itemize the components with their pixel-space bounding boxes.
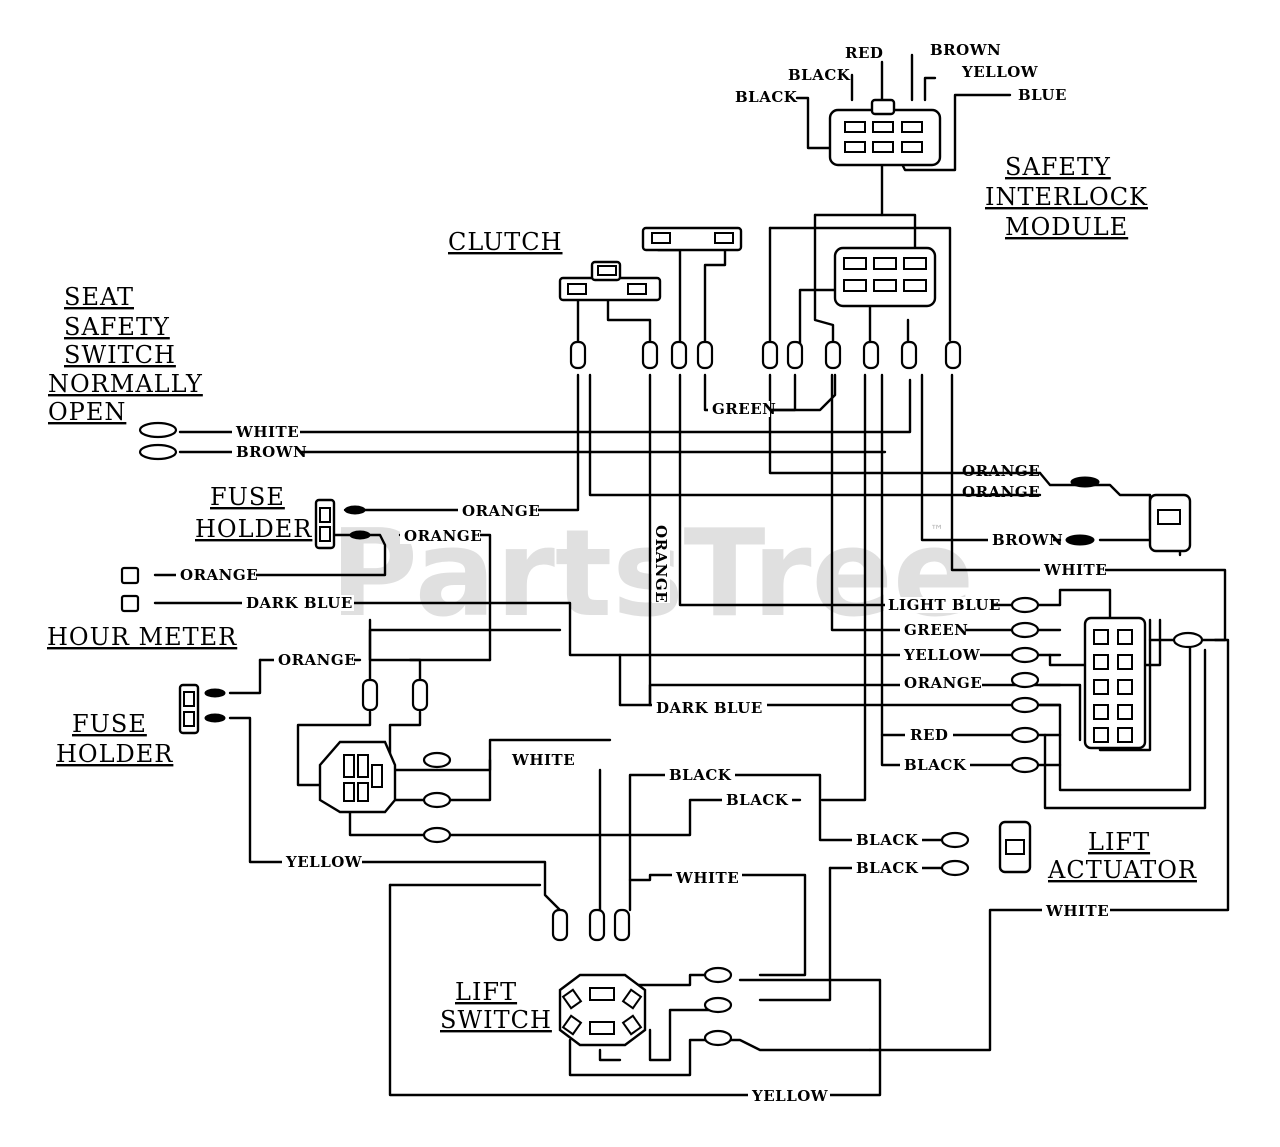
- fuse-holder-1: [314, 498, 336, 550]
- wire-label: WHITE: [1045, 902, 1109, 920]
- wire-label: BLACK: [669, 766, 732, 784]
- wire-label: BLACK: [856, 859, 919, 877]
- wire-label: ORANGE: [462, 502, 540, 520]
- wire-label: DARK BLUE: [246, 594, 353, 612]
- wire-label: BLACK: [856, 831, 919, 849]
- wire-label: BLACK: [726, 791, 789, 809]
- wire-label: ORANGE: [278, 651, 356, 669]
- wire-label: WHITE: [235, 423, 299, 441]
- wire-label: WHITE: [675, 869, 739, 887]
- seat-switch-terminals: [138, 421, 178, 461]
- wire-label: YELLOW: [961, 63, 1039, 81]
- clutch-connector-b: [558, 260, 662, 302]
- hour-meter-terminals: [120, 566, 140, 613]
- fuse2-label-2: HOLDER: [56, 740, 173, 768]
- fuse1-label-2: HOLDER: [195, 515, 312, 543]
- wire-label: LIGHT BLUE: [888, 596, 1001, 614]
- wire-label: BROWN: [930, 41, 1001, 59]
- interlock-label-1: SAFETY: [1005, 153, 1111, 181]
- fuse1-label-1: FUSE: [210, 483, 285, 511]
- safety-interlock-module: [833, 246, 937, 308]
- clutch-label: CLUTCH: [448, 228, 563, 256]
- lift-actuator-motor: [998, 820, 1032, 874]
- lift-switch-label-1: LIFT: [455, 978, 517, 1006]
- wire-label: YELLOW: [751, 1087, 829, 1105]
- hour-meter-label: HOUR METER: [47, 623, 237, 651]
- hour-meter-unit: [318, 740, 397, 814]
- wire-label: ORANGE: [962, 483, 1040, 501]
- watermark-tm: ™: [930, 523, 944, 539]
- wire-labels: RED BROWN BLACK YELLOW BLACK BLUE WHITE …: [176, 41, 1110, 1105]
- lift-actuator-connector: [1083, 616, 1147, 750]
- wire-label: BLACK: [904, 756, 967, 774]
- fuse-holder-2: [178, 683, 200, 735]
- wire-label: BROWN: [992, 531, 1063, 549]
- wire-label: YELLOW: [903, 646, 981, 664]
- wire-label: BROWN: [236, 443, 307, 461]
- wire-label: ORANGE: [180, 566, 258, 584]
- hour-meter-plugs: [361, 678, 429, 712]
- wire-label: ORANGE: [962, 462, 1040, 480]
- wire-label: YELLOW: [285, 853, 363, 871]
- wire-label: ORANGE: [652, 525, 670, 603]
- lift-switch-label-2: SWITCH: [440, 1006, 552, 1034]
- harness-plugs: [569, 340, 962, 370]
- interlock-label-3: MODULE: [1005, 213, 1128, 241]
- fuse2-label-1: FUSE: [72, 710, 147, 738]
- actuator-label-2: ACTUATOR: [1047, 856, 1197, 884]
- wire-label: DARK BLUE: [656, 699, 763, 717]
- lift-switch: [558, 973, 647, 1047]
- interlock-label-2: INTERLOCK: [985, 183, 1148, 211]
- seat-label-2: SAFETY: [64, 313, 170, 341]
- seat-label-4: NORMALLY: [48, 370, 203, 398]
- seat-label-3: SWITCH: [64, 341, 176, 369]
- wire-label: ORANGE: [904, 674, 982, 692]
- seat-label-1: SEAT: [64, 283, 134, 311]
- safety-interlock-connector-top: [828, 98, 942, 167]
- clutch-connector-a: [641, 226, 743, 252]
- component-labels: SAFETY INTERLOCK MODULE CLUTCH SEAT SAFE…: [47, 153, 1197, 1034]
- wire-label: GREEN: [712, 400, 776, 418]
- wire-label: WHITE: [511, 751, 575, 769]
- wire-label: RED: [910, 726, 948, 744]
- seat-label-5: OPEN: [48, 398, 126, 426]
- wire-label: BLACK: [735, 88, 798, 106]
- wire-label: BLUE: [1018, 86, 1067, 104]
- wire-label: BLACK: [788, 66, 851, 84]
- wire-label: GREEN: [904, 621, 968, 639]
- wire-label: RED: [845, 44, 883, 62]
- inline-connectors: [204, 476, 1204, 1047]
- actuator-label-1: LIFT: [1088, 828, 1150, 856]
- wire-label: WHITE: [1043, 561, 1107, 579]
- right-orange-connector: [1148, 493, 1192, 553]
- wire-label: ORANGE: [404, 527, 482, 545]
- lift-switch-plugs: [551, 908, 631, 942]
